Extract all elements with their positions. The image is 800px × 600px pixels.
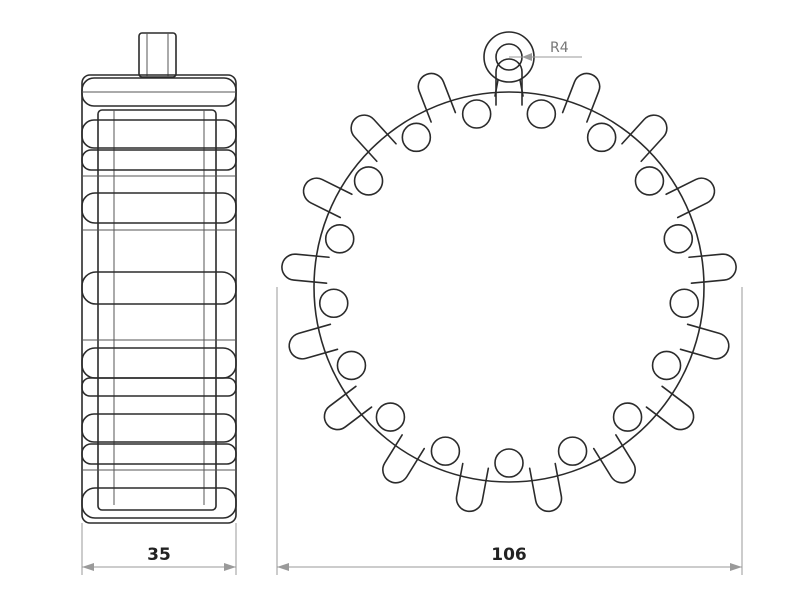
tooth-loop <box>382 434 426 484</box>
tooth-loop <box>302 177 353 219</box>
tooth-root <box>651 350 682 381</box>
tooth-root <box>557 436 588 466</box>
side-bars <box>81 77 237 519</box>
tooth-root <box>336 350 367 381</box>
diameter-dimension: 106 <box>276 287 743 575</box>
width-dimension: 35 <box>81 523 237 575</box>
side-peg <box>138 32 177 78</box>
diameter-label: 106 <box>491 545 527 565</box>
tooth-root <box>375 402 406 432</box>
tooth-root <box>318 288 349 319</box>
tooth-root <box>634 166 665 196</box>
side-view <box>81 32 237 524</box>
side-inner-frame <box>97 109 217 511</box>
tooth-loop <box>350 114 397 163</box>
tooth-loop <box>288 323 339 360</box>
front-view <box>281 31 737 513</box>
tooth-root <box>430 436 461 466</box>
tooth-root <box>586 122 617 153</box>
tooth-loop <box>561 72 601 123</box>
side-body-outline <box>81 74 237 524</box>
tooth-loop <box>455 462 490 513</box>
tooth-loop <box>688 253 737 284</box>
tooth-loop <box>323 385 373 431</box>
tooth-loop <box>679 323 730 360</box>
tooth-loop <box>281 253 330 284</box>
teeth <box>281 58 737 513</box>
tooth-loop <box>592 434 636 484</box>
tooth-root <box>663 224 694 254</box>
tooth-root <box>461 99 492 129</box>
tooth-root <box>353 166 384 196</box>
tooth-root <box>526 99 557 129</box>
tooth-loop <box>417 72 457 123</box>
tooth-loop <box>645 385 695 431</box>
tooth-root <box>494 448 524 478</box>
width-label: 35 <box>147 545 171 565</box>
radius-label: R4 <box>550 40 569 56</box>
tooth-root <box>324 224 355 254</box>
tooth-loop <box>621 114 668 163</box>
radius-callout: R4 <box>509 40 582 61</box>
tooth-loop <box>495 58 523 106</box>
tooth-loop <box>528 462 563 513</box>
tooth-root <box>669 288 700 319</box>
tooth-loop <box>665 177 716 219</box>
tooth-root <box>612 402 643 432</box>
inner-ring <box>313 91 705 483</box>
tooth-root <box>401 122 432 153</box>
